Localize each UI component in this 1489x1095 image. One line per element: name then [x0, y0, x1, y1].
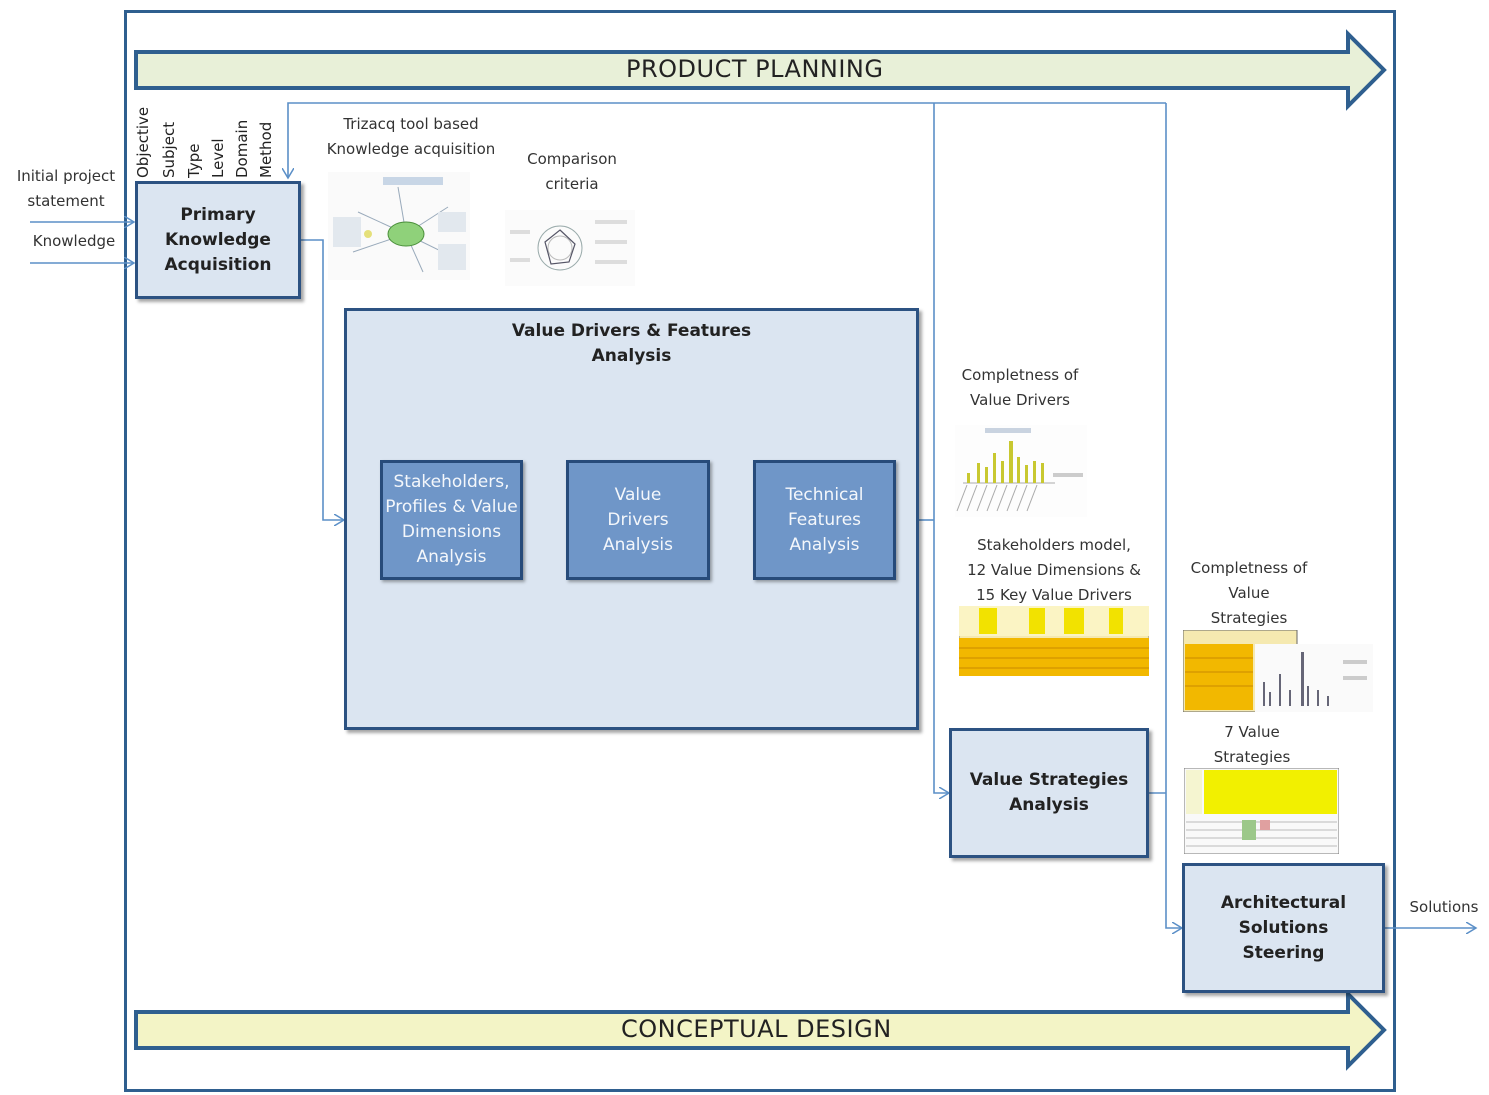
initial-project-statement-label: Initial project statement: [16, 167, 116, 210]
strategies-charts-thumbnail: [1183, 630, 1373, 712]
product-planning-arrow: [134, 29, 1387, 111]
completeness-value-strategies-label: Completness of Value Strategies: [1190, 559, 1308, 627]
value-drivers-features-title: Value Drivers & Features Analysis: [511, 321, 752, 366]
primary-knowledge-acquisition-box: Primary Knowledge Acquisition: [135, 181, 301, 299]
stakeholders-analysis-box: Stakeholders, Profiles & Value Dimension…: [380, 460, 523, 580]
vertical-label-level: Level: [209, 138, 227, 178]
vertical-label-type: Type: [185, 143, 203, 178]
bar-chart-thumbnail: [955, 425, 1087, 517]
to-value-strategies-line: [933, 103, 949, 793]
value-drivers-analysis-box: Value Drivers Analysis: [566, 460, 710, 580]
product-planning-label: PRODUCT PLANNING: [626, 55, 884, 83]
strategies-table-thumbnail: [1184, 768, 1339, 854]
architectural-solutions-steering-box: Architectural Solutions Steering: [1182, 863, 1385, 993]
mindmap-thumbnail: [328, 172, 470, 280]
vertical-label-objective: Objective: [134, 106, 152, 178]
stakeholders-model-label: Stakeholders model, 12 Value Dimensions …: [967, 536, 1141, 604]
primary-to-vdf-line: [301, 239, 344, 520]
knowledge-label: Knowledge: [32, 232, 116, 250]
feedback-line: [288, 102, 1166, 178]
technical-features-analysis-box: Technical Features Analysis: [753, 460, 896, 580]
value-strategies-analysis-box: Value Strategies Analysis: [949, 728, 1149, 858]
diagram-frame: [124, 10, 1396, 1092]
solutions-label: Solutions: [1409, 898, 1479, 916]
vertical-label-method: Method: [257, 121, 275, 178]
vertical-label-subject: Subject: [160, 121, 178, 178]
radar-thumbnail: [505, 210, 635, 286]
conceptual-design-label: CONCEPTUAL DESIGN: [621, 1015, 892, 1043]
vertical-label-domain: Domain: [233, 119, 251, 178]
to-architectural-line: [1165, 103, 1182, 928]
seven-value-strategies-label: 7 Value Strategies: [1213, 723, 1291, 766]
comparison-criteria-label: Comparison criteria: [527, 150, 617, 193]
stakeholders-table-thumbnail: [959, 606, 1149, 676]
conceptual-design-arrow: [134, 989, 1387, 1071]
completeness-value-drivers-label: Completness of Value Drivers: [961, 366, 1079, 409]
trizacq-label: Trizacq tool based Knowledge acquisition: [326, 115, 496, 158]
